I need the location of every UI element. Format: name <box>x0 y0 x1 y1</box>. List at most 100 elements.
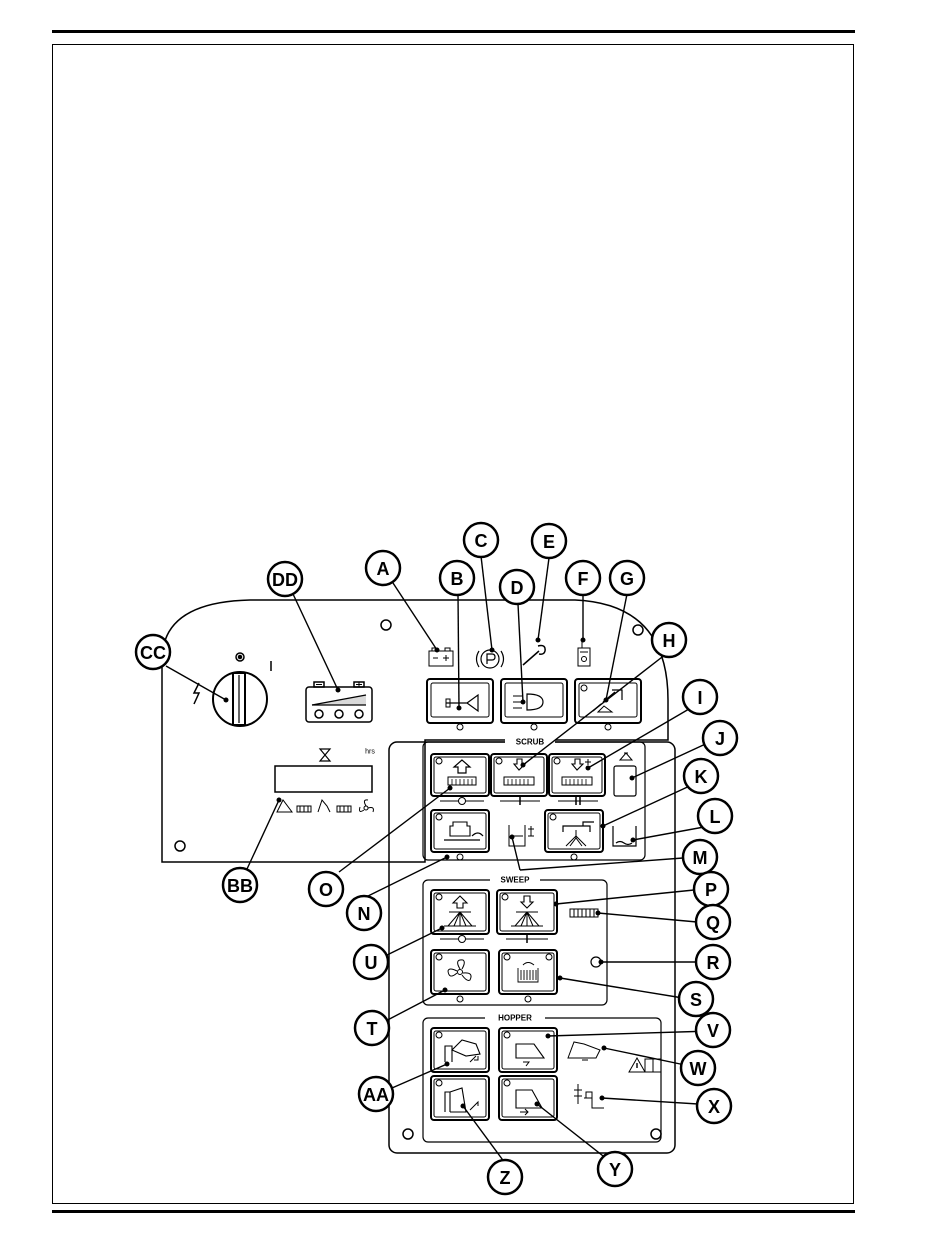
svg-text:V: V <box>707 1021 719 1041</box>
callout-t: T <box>355 1011 389 1045</box>
callout-o: O <box>309 872 343 906</box>
svg-text:P: P <box>705 880 717 900</box>
headlight-button[interactable] <box>501 679 567 730</box>
solution-tank-empty-icon <box>613 826 636 846</box>
svg-text:Z: Z <box>500 1168 511 1188</box>
detergent-indicator <box>614 753 636 796</box>
svg-text:G: G <box>620 569 634 589</box>
hopper-group-frame <box>423 1018 661 1142</box>
svg-text:BB: BB <box>227 876 253 896</box>
svg-text:S: S <box>690 990 702 1010</box>
svg-text:N: N <box>358 904 371 924</box>
leader-arrowheads <box>224 638 636 1109</box>
svg-text:Y: Y <box>609 1160 621 1180</box>
vacuum-fan-button[interactable] <box>431 950 489 1002</box>
svg-text:C: C <box>475 531 488 551</box>
mount-hole <box>175 841 185 851</box>
mount-hole <box>403 1129 413 1139</box>
hopper-section-label: HOPPER <box>498 1014 532 1023</box>
hopper-door-open-indicator-icon <box>568 1042 600 1060</box>
hour-meter-unit: hrs <box>365 749 375 756</box>
svg-text:A: A <box>377 559 390 579</box>
svg-text:M: M <box>693 848 708 868</box>
callout-dd: DD <box>268 562 302 596</box>
callout-k: K <box>684 759 718 793</box>
recovery-vacuum-button[interactable] <box>431 810 489 860</box>
svg-text:B: B <box>451 569 464 589</box>
svg-text:H: H <box>663 631 676 651</box>
callout-w: W <box>681 1051 715 1085</box>
callout-n: N <box>347 896 381 930</box>
callout-b: B <box>440 561 474 595</box>
hopper-lower-button[interactable] <box>431 1076 489 1120</box>
callout-l: L <box>698 799 732 833</box>
svg-text:J: J <box>715 729 725 749</box>
svg-text:DD: DD <box>272 570 298 590</box>
scrub-head-up-button[interactable] <box>431 754 489 805</box>
callout-m: M <box>683 840 717 874</box>
svg-text:W: W <box>690 1059 707 1079</box>
solution-flow-button[interactable] <box>545 810 603 860</box>
scrub-section-label: SCRUB <box>516 738 545 747</box>
thermo-sentry-icon <box>574 1084 604 1108</box>
warning-icon <box>629 1058 645 1072</box>
fuel-level-icon <box>578 641 590 666</box>
svg-text:U: U <box>365 953 378 973</box>
hopper-lift-button[interactable] <box>431 1028 489 1072</box>
callout-a: A <box>366 551 400 585</box>
callout-u: U <box>354 945 388 979</box>
manual-book-icon <box>645 1059 661 1072</box>
status-icon-row <box>277 800 373 812</box>
lightning-icon <box>194 683 199 704</box>
callout-i: I <box>683 680 717 714</box>
svg-text:K: K <box>695 767 708 787</box>
callout-y: Y <box>598 1152 632 1186</box>
callout-z: Z <box>488 1160 522 1194</box>
mount-hole <box>633 625 643 635</box>
callout-j: J <box>703 721 737 755</box>
svg-text:D: D <box>511 578 524 598</box>
mount-hole <box>381 620 391 630</box>
svg-text:I: I <box>697 688 702 708</box>
callout-e: E <box>532 524 566 558</box>
callout-aa: AA <box>359 1077 393 1111</box>
svg-text:L: L <box>710 807 721 827</box>
filter-shaker-button[interactable] <box>499 950 557 1002</box>
parking-brake-icon <box>477 650 504 668</box>
horn-button[interactable] <box>427 679 493 730</box>
side-broom-icon <box>570 909 598 917</box>
svg-text:T: T <box>367 1019 378 1039</box>
key-switch[interactable] <box>213 672 267 726</box>
battery-warning-icon <box>429 648 453 666</box>
sweep-broom-down-button[interactable] <box>497 890 557 943</box>
callout-q: Q <box>696 905 730 939</box>
svg-text:Q: Q <box>706 913 720 933</box>
wrench-icon <box>523 646 545 665</box>
svg-text:F: F <box>578 569 589 589</box>
svg-text:CC: CC <box>140 643 166 663</box>
callout-s: S <box>679 982 713 1016</box>
sweep-section-label: SWEEP <box>501 876 531 885</box>
callout-h: H <box>652 623 686 657</box>
callout-x: X <box>697 1089 731 1123</box>
callout-r: R <box>696 945 730 979</box>
upper-panel-plate <box>162 600 668 862</box>
callout-bb: BB <box>223 868 257 902</box>
callout-cc: CC <box>136 635 170 669</box>
callout-p: P <box>694 872 728 906</box>
callout-g: G <box>610 561 644 595</box>
hourglass-icon <box>320 749 330 761</box>
callout-d: D <box>500 570 534 604</box>
callout-c: C <box>464 523 498 557</box>
svg-text:O: O <box>319 880 333 900</box>
callout-f: F <box>566 561 600 595</box>
mount-hole <box>651 1129 661 1139</box>
heavy-scrub-button[interactable] <box>549 754 605 805</box>
hour-meter-display <box>275 766 372 792</box>
scrub-head-down-button[interactable] <box>491 754 547 805</box>
svg-text:E: E <box>543 532 555 552</box>
sweep-broom-up-button[interactable] <box>431 890 489 943</box>
svg-text:AA: AA <box>363 1085 389 1105</box>
svg-text:R: R <box>707 953 720 973</box>
